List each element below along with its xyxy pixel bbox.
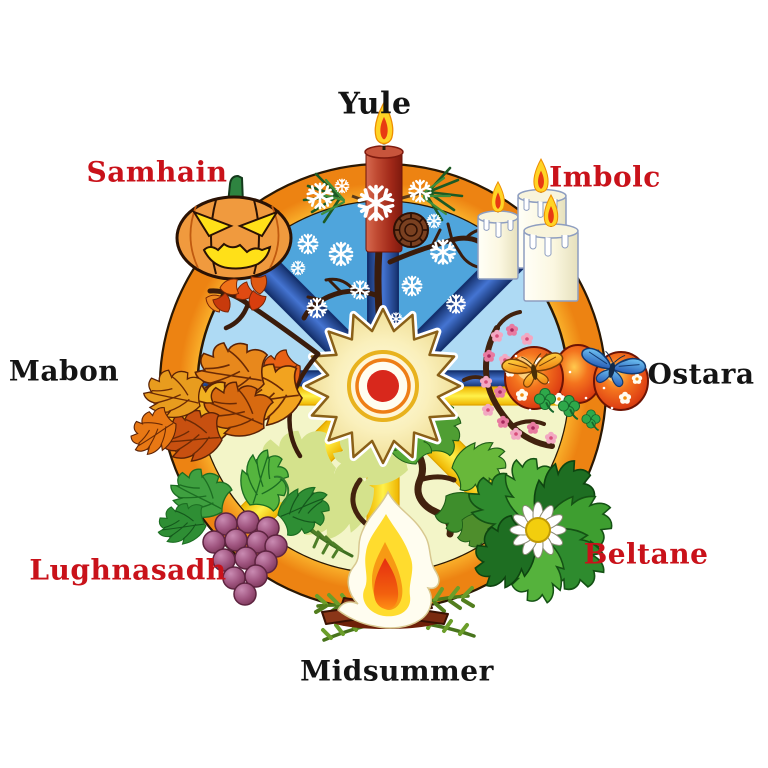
label-beltane: Beltane bbox=[583, 537, 709, 571]
bonfire-flame bbox=[337, 490, 440, 629]
grapes-vine-icon bbox=[155, 443, 338, 606]
blue-butterfly-icon bbox=[581, 347, 647, 388]
sun-core bbox=[367, 370, 399, 402]
pumpkin-left-eye bbox=[191, 210, 234, 238]
egg-speckles bbox=[514, 354, 634, 412]
daisy-flower bbox=[509, 501, 567, 559]
label-mabon: Mabon bbox=[8, 354, 120, 388]
candle-front bbox=[523, 194, 579, 302]
three-white-candles-icon bbox=[477, 158, 579, 302]
pink-blossoms bbox=[479, 323, 534, 428]
daisy-greenery-icon bbox=[457, 449, 621, 607]
candle-back-left bbox=[477, 180, 519, 280]
cherry-blossom-branch-icon bbox=[462, 310, 555, 449]
pinecone-icon bbox=[393, 212, 429, 248]
autumn-leaves-icon bbox=[121, 274, 321, 463]
label-ostara: Ostara bbox=[647, 357, 755, 391]
pumpkin-right-eye bbox=[237, 210, 280, 238]
ostara-group bbox=[462, 310, 649, 449]
label-yule: Yule bbox=[338, 86, 412, 122]
pumpkin-mouth bbox=[202, 242, 272, 270]
grape-berries bbox=[202, 510, 288, 606]
label-imbolc: Imbolc bbox=[549, 160, 661, 194]
label-midsummer: Midsummer bbox=[300, 654, 494, 688]
label-samhain: Samhain bbox=[86, 155, 228, 189]
sun-icon bbox=[302, 305, 464, 467]
bonfire-ferns-icon bbox=[314, 490, 476, 642]
orange-butterfly-icon bbox=[501, 352, 564, 388]
jack-o-lantern-icon bbox=[175, 174, 293, 281]
label-lughnasadh: Lughnasadh bbox=[29, 553, 227, 587]
